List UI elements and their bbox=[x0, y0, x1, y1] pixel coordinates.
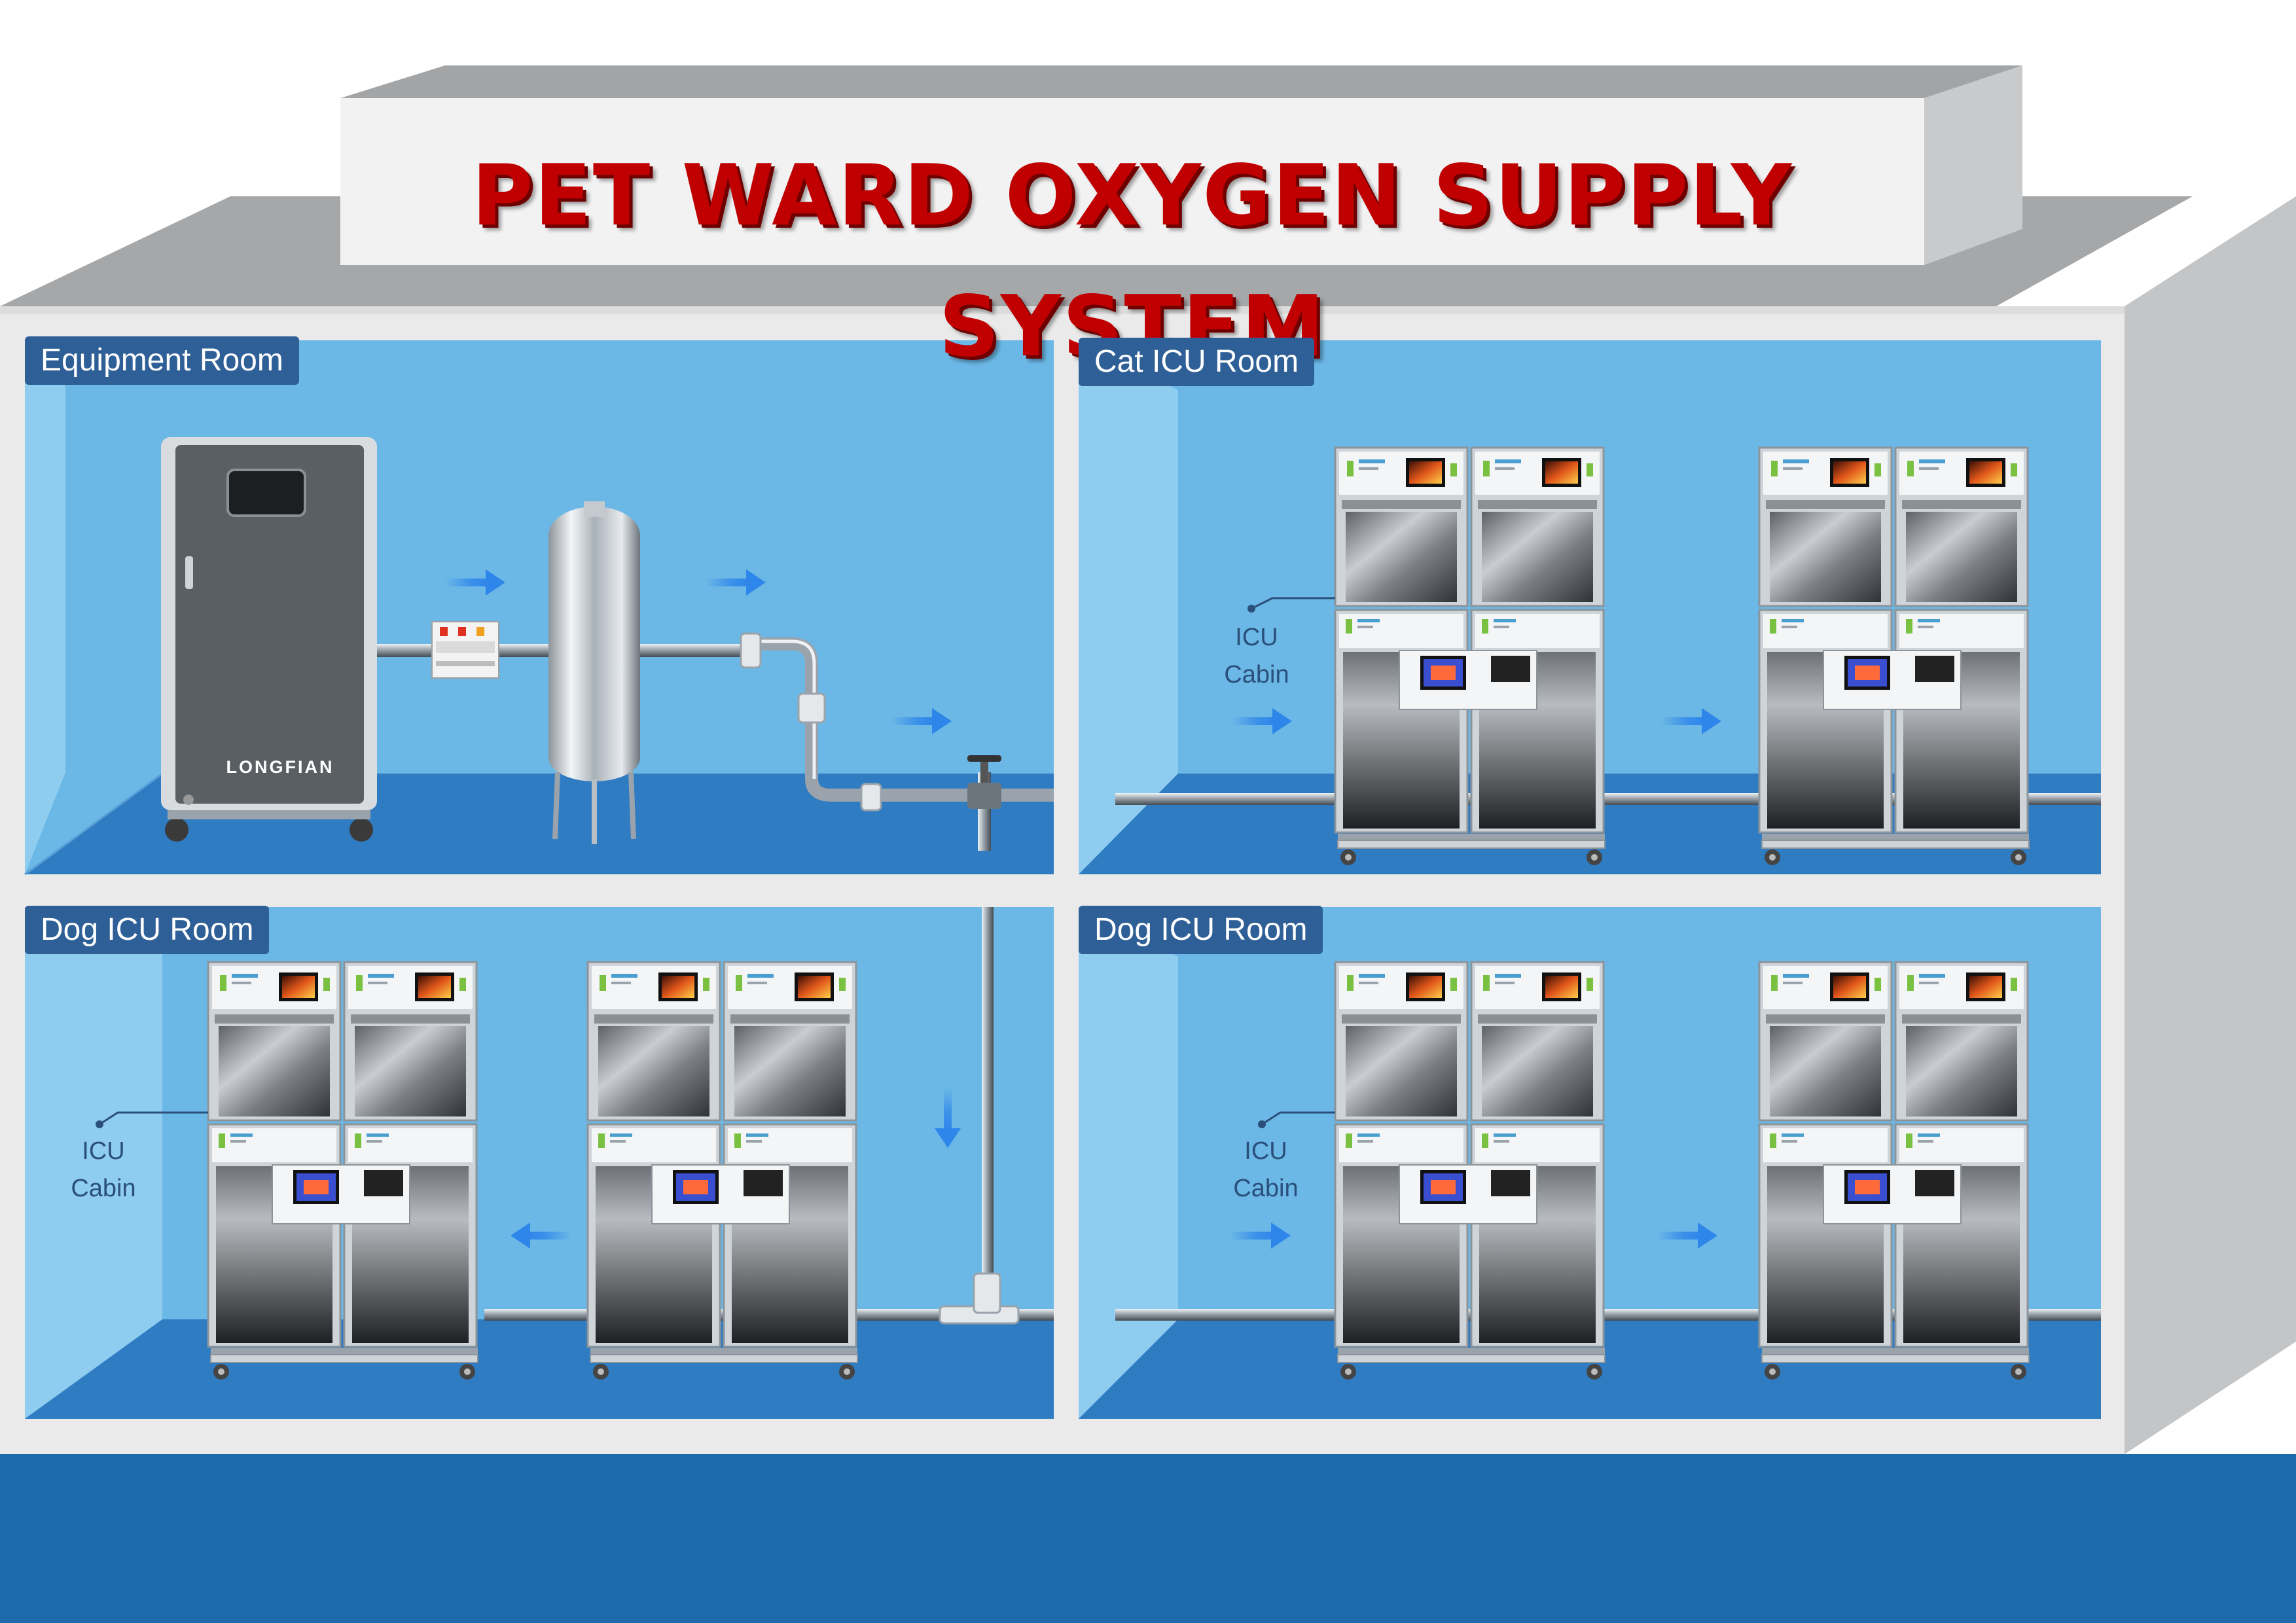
generator-brand: LONGFIAN bbox=[226, 757, 334, 777]
valve-icon bbox=[967, 755, 1001, 851]
ground bbox=[0, 1454, 2296, 1623]
cabin-label-line1: ICU bbox=[1235, 624, 1278, 651]
room-label-cat-icu: Cat ICU Room bbox=[1079, 338, 1315, 386]
building-side bbox=[2125, 196, 2296, 1454]
cat-icu-room bbox=[1079, 340, 2101, 874]
title-box-top bbox=[340, 65, 2022, 98]
cabin-label-line2: Cabin bbox=[1224, 661, 1289, 688]
room-label-equipment: Equipment Room bbox=[25, 336, 299, 385]
room-label-dog-icu-1: Dog ICU Room bbox=[25, 906, 270, 954]
circuit-breaker-icon bbox=[431, 621, 499, 679]
title-box-side bbox=[1924, 65, 2022, 265]
oxygen-tank-icon bbox=[548, 501, 640, 844]
cabin-label-line2: Cabin bbox=[1233, 1175, 1299, 1202]
equipment-room bbox=[24, 340, 1054, 876]
page-title: PET WARD OXYGEN SUPPLY SYSTEM bbox=[471, 147, 1793, 376]
oxygen-concentrator-icon bbox=[161, 437, 377, 842]
dog-icu-room-2 bbox=[1079, 907, 2101, 1419]
title-box-front bbox=[340, 98, 1924, 265]
room-label-dog-icu-2: Dog ICU Room bbox=[1079, 906, 1323, 954]
cabin-label-line2: Cabin bbox=[71, 1175, 136, 1202]
pipe bbox=[982, 907, 994, 1280]
dog-icu-room-1 bbox=[25, 907, 1054, 1419]
cabin-label-line1: ICU bbox=[1244, 1137, 1287, 1165]
cabin-label-line1: ICU bbox=[82, 1137, 125, 1165]
